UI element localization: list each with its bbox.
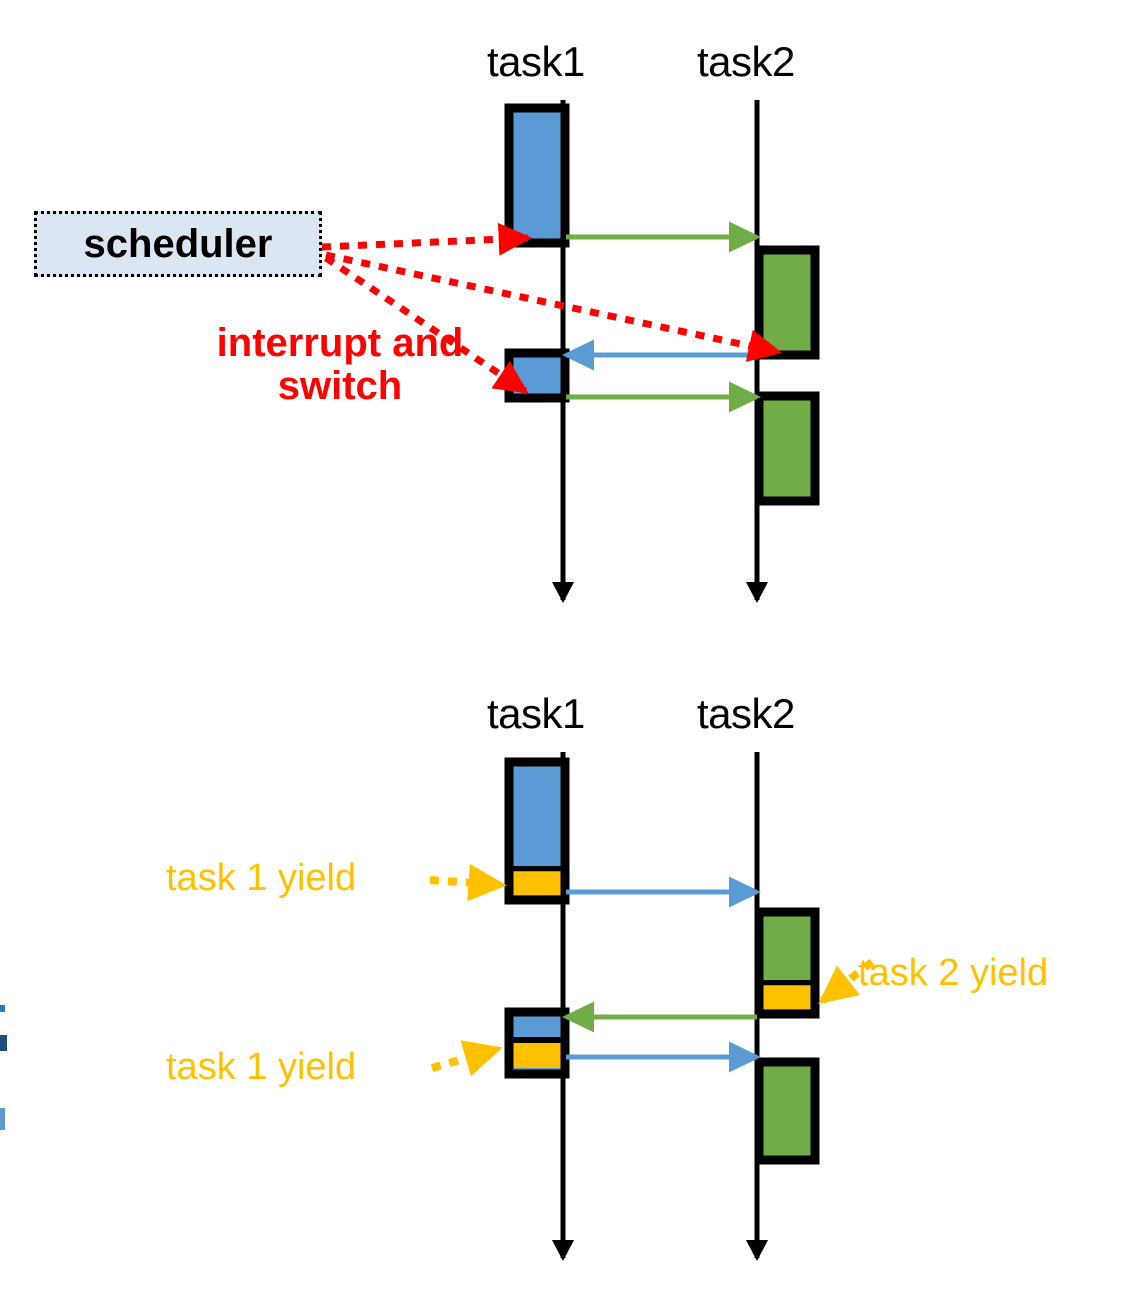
edge-artifact-3 <box>0 1108 5 1130</box>
edge-artifact-2 <box>0 1035 7 1051</box>
lane-label-task2-top: task2 <box>697 38 795 85</box>
lane-label-task1-top: task1 <box>487 38 585 85</box>
task2-block-1 <box>754 245 820 360</box>
interrupt-arrow-3 <box>324 255 529 394</box>
interrupt-arrow-2 <box>325 251 783 362</box>
yield-label-task1-first: task 1 yield <box>166 857 357 899</box>
yield-pointer-task1-second <box>430 1040 503 1077</box>
scheduler-box[interactable]: scheduler <box>34 211 322 277</box>
task2-block-2-cooperative <box>754 1057 820 1165</box>
task2-block-1-cooperative <box>754 907 820 1019</box>
task1-block-1-cooperative <box>504 757 570 905</box>
bottom-lifelines <box>551 752 768 1262</box>
task2-block-2 <box>754 391 820 506</box>
top-lifelines <box>551 100 768 604</box>
interrupt-arrow-1 <box>321 222 533 256</box>
yield-label-task2: task 2 yield <box>858 952 1049 994</box>
edge-artifact-1 <box>0 1005 5 1012</box>
lane-label-task1-bottom: task1 <box>487 690 585 737</box>
interrupt-and-switch-note: interrupt and switch <box>216 321 464 409</box>
scheduler-label: scheduler <box>83 221 273 266</box>
task1-block-2-cooperative <box>504 1007 570 1079</box>
task1-block-1 <box>504 103 570 248</box>
interrupt-arrows <box>321 222 783 394</box>
yield-pointer-task1-first <box>429 863 507 902</box>
lane-label-task2-bottom: task2 <box>697 690 795 737</box>
task1-block-2 <box>504 348 570 403</box>
yield-label-task1-second: task 1 yield <box>166 1046 357 1088</box>
